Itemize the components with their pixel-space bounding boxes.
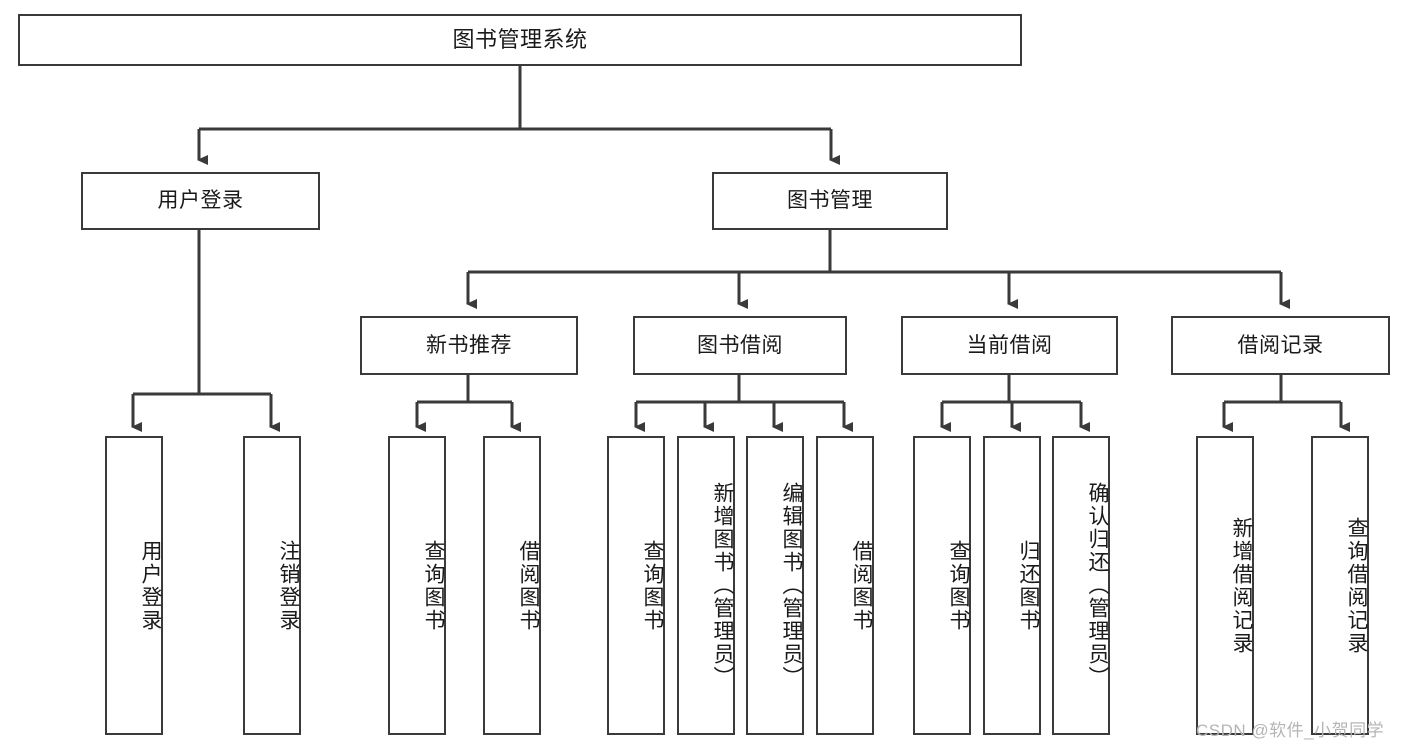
node-label: 用户登录 (157, 189, 244, 213)
node-label: 图书借阅 (697, 333, 783, 357)
leaf-add-book[interactable]: 新增图书（管理员） (677, 436, 735, 735)
node-label: 借阅图书 (517, 539, 540, 632)
node-book-management[interactable]: 图书管理 (712, 172, 948, 230)
leaf-user-logout[interactable]: 注销登录 (243, 436, 301, 735)
node-user-login[interactable]: 用户登录 (81, 172, 320, 230)
leaf-add-record[interactable]: 新增借阅记录 (1196, 436, 1254, 735)
node-root[interactable]: 图书管理系统 (18, 14, 1022, 66)
node-label: 查询图书 (641, 539, 664, 632)
node-label: 新书推荐 (426, 333, 512, 357)
node-borrow-record[interactable]: 借阅记录 (1171, 316, 1390, 375)
node-label: 注销登录 (277, 539, 300, 632)
node-label: 新增图书（管理员） (711, 482, 734, 689)
csdn-watermark: CSDN @软件_小贺同学 (1196, 721, 1385, 740)
leaf-query-record[interactable]: 查询借阅记录 (1311, 436, 1369, 735)
node-label: 查询图书 (947, 539, 970, 632)
leaf-borrow-book-2[interactable]: 借阅图书 (816, 436, 874, 735)
node-label: 图书管理 (787, 189, 873, 213)
node-label: 用户登录 (139, 539, 162, 632)
leaf-edit-book[interactable]: 编辑图书（管理员） (746, 436, 804, 735)
leaf-user-login[interactable]: 用户登录 (105, 436, 163, 735)
node-label: 借阅记录 (1237, 333, 1324, 357)
node-label: 查询借阅记录 (1345, 516, 1368, 655)
node-label: 确认归还（管理员） (1086, 482, 1109, 689)
node-label: 查询图书 (422, 539, 445, 632)
leaf-return-book[interactable]: 归还图书 (983, 436, 1041, 735)
node-label: 借阅图书 (850, 539, 873, 632)
leaf-query-book-3[interactable]: 查询图书 (913, 436, 971, 735)
node-current-borrow[interactable]: 当前借阅 (901, 316, 1118, 375)
node-label: 新增借阅记录 (1230, 516, 1253, 655)
leaf-query-book-1[interactable]: 查询图书 (388, 436, 446, 735)
node-new-book-recommend[interactable]: 新书推荐 (360, 316, 578, 375)
node-label: 图书管理系统 (452, 26, 588, 52)
node-label: 归还图书 (1017, 539, 1040, 632)
leaf-confirm-return[interactable]: 确认归还（管理员） (1052, 436, 1110, 735)
leaf-borrow-book-1[interactable]: 借阅图书 (483, 436, 541, 735)
node-label: 当前借阅 (966, 333, 1053, 357)
leaf-query-book-2[interactable]: 查询图书 (607, 436, 665, 735)
node-label: 编辑图书（管理员） (780, 482, 803, 689)
node-book-borrow[interactable]: 图书借阅 (633, 316, 847, 375)
